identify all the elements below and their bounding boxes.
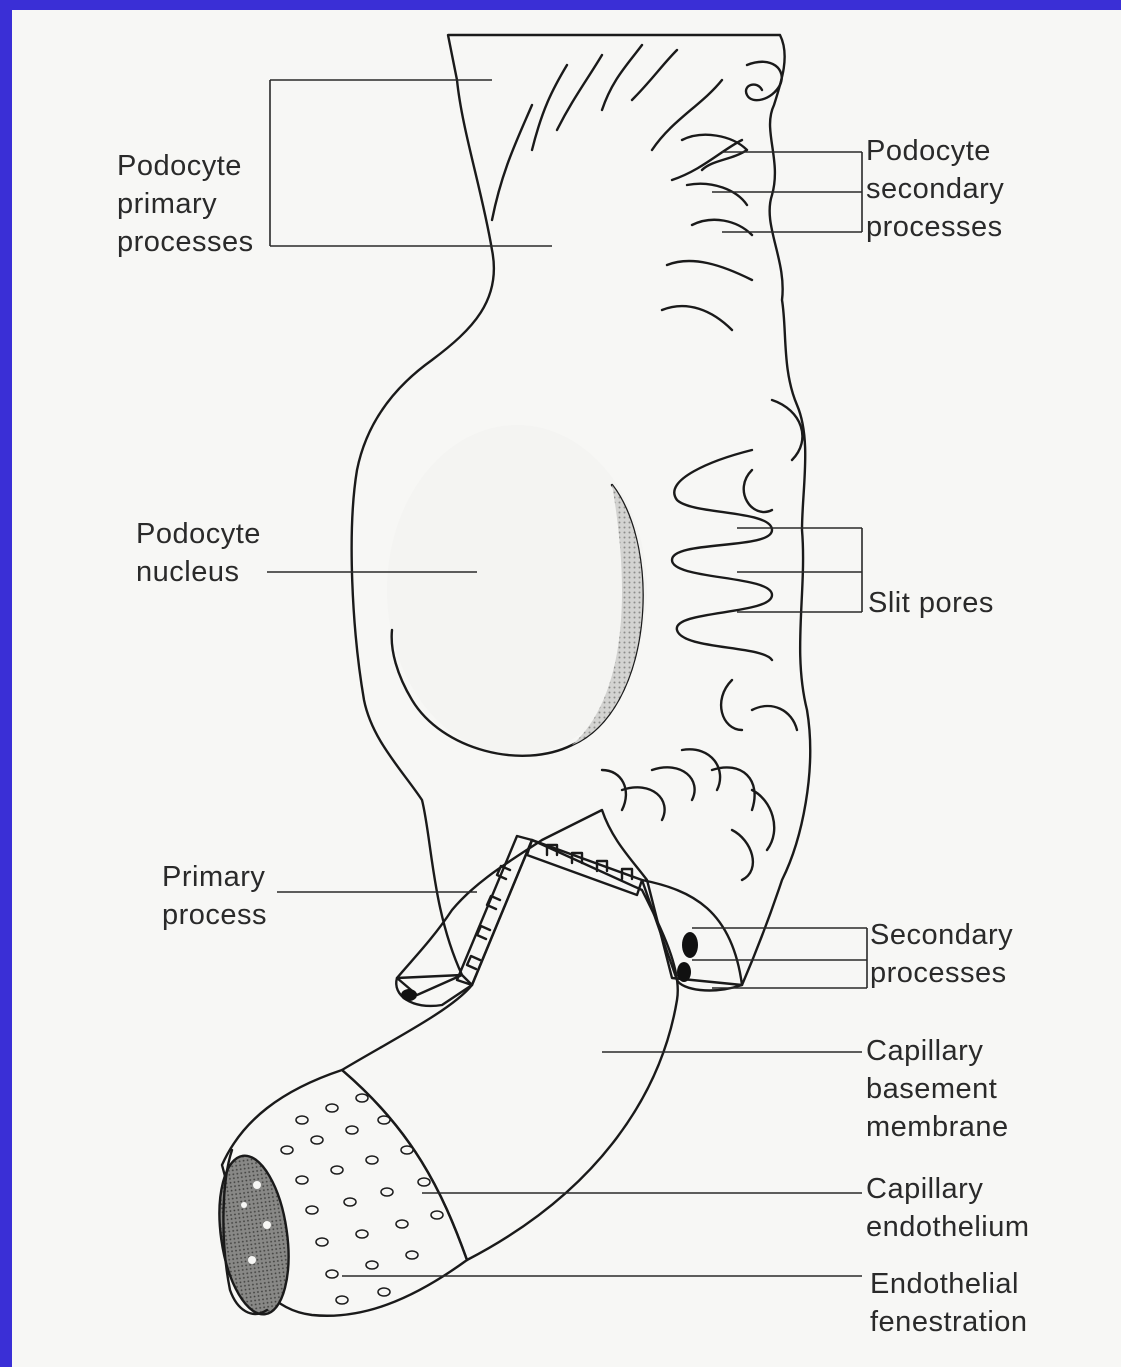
capillary-basement-membrane: [342, 840, 678, 1260]
slit-pore-wave: [672, 450, 772, 660]
label-slit-pores: Slit pores: [868, 584, 994, 622]
label-capillary-endothelium: Capillary endothelium: [866, 1170, 1030, 1246]
diagram-frame: Podocyte primary processes Podocyte seco…: [12, 10, 1121, 1367]
endothelial-fenestrations: [281, 1094, 443, 1304]
primary-process-edges: [492, 45, 742, 220]
label-podocyte-secondary-processes: Podocyte secondary processes: [866, 132, 1004, 246]
label-endothelial-fenestration: Endothelial fenestration: [870, 1265, 1028, 1341]
label-capillary-basement-membrane: Capillary basement membrane: [866, 1032, 1009, 1146]
label-primary-process: Primary process: [162, 858, 267, 934]
lower-fringe: [602, 749, 774, 880]
label-secondary-processes: Secondary processes: [870, 916, 1013, 992]
label-podocyte-nucleus: Podocyte nucleus: [136, 515, 261, 591]
label-podocyte-primary-processes: Podocyte primary processes: [117, 147, 254, 261]
